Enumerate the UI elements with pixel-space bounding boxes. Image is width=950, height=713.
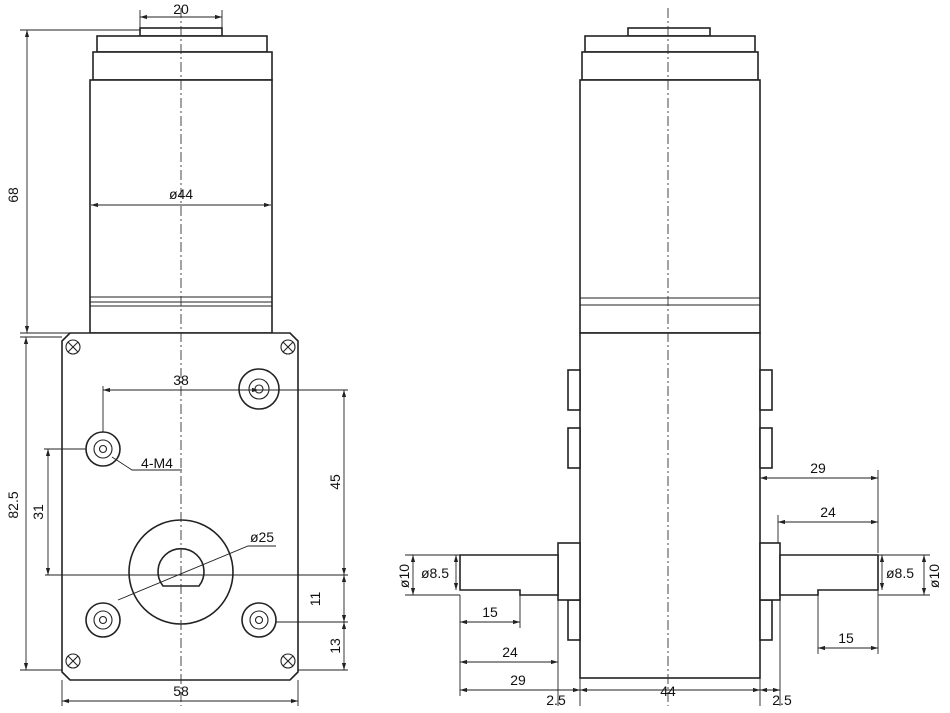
dim-label-left-shaft-diameter: ø10 [396, 564, 412, 588]
dim-label-left-flat-length: 15 [482, 604, 498, 620]
side-boss [567, 427, 581, 469]
motor-end-ring [581, 51, 759, 81]
motor-body [579, 79, 761, 334]
dim-label-shaft-boss-width: 20 [173, 1, 189, 17]
side-boss [759, 369, 773, 411]
motor-end-cap [96, 35, 268, 53]
dim-label-left-shaft-total: 29 [510, 672, 526, 688]
dim-label-right-shaft-diameter: ø10 [926, 564, 942, 588]
motor-end-cap [584, 35, 756, 53]
dim-label-right-shaft-length: 24 [820, 504, 836, 520]
right-output-boss [759, 542, 781, 601]
mounting-hole [85, 431, 121, 467]
side-view: 29 24 ø10 ø8.5 15 24 29 2.5 44 2.5 ø8.5 [396, 8, 942, 708]
dim-label-left-shaft-flat: ø8.5 [421, 565, 449, 581]
gearbox-side [579, 332, 761, 679]
dim-label-shaft-to-hole: 31 [30, 504, 46, 520]
left-output-boss [557, 542, 581, 601]
dim-label-gearbox-height: 82.5 [5, 491, 21, 518]
dim-label-right-shaft-flat: ø8.5 [886, 565, 914, 581]
right-output-shaft [779, 554, 879, 596]
corner-screw [65, 339, 81, 355]
front-view: 20 68 ø44 38 45 4-M4 82.5 31 ø25 [5, 1, 348, 706]
mounting-hole [85, 602, 121, 638]
dim-label-motor-height: 68 [5, 187, 21, 203]
side-boss [759, 599, 773, 641]
corner-screw [65, 653, 81, 669]
mounting-hole [241, 602, 277, 638]
dim-label-gearbox-side-width: 44 [660, 683, 676, 699]
side-boss [567, 369, 581, 411]
left-output-shaft [459, 554, 559, 596]
side-boss [567, 599, 581, 641]
callout-hole-thread: 4-M4 [141, 455, 173, 471]
motor-end-ring [92, 51, 273, 81]
dim-label-left-shaft-length: 24 [502, 644, 518, 660]
dim-label-right-shaft-total: 29 [810, 460, 826, 476]
side-boss [759, 427, 773, 469]
corner-screw [280, 339, 296, 355]
dim-label-hole-spacing-vertical: 45 [327, 474, 343, 490]
dim-label-lower-offset-1: 11 [307, 592, 323, 607]
motor-shaft-boss [627, 27, 711, 37]
gearbox-face [61, 332, 299, 681]
dim-label-right-boss-offset: 2.5 [772, 692, 792, 708]
dim-label-right-flat-length: 15 [838, 630, 854, 646]
dim-label-motor-diameter: ø44 [169, 186, 193, 202]
dim-label-hole-spacing-horizontal: 38 [173, 372, 189, 388]
dim-label-gearbox-width: 58 [173, 683, 189, 699]
leader-line [111, 456, 182, 471]
dim-label-left-boss-offset: 2.5 [546, 692, 566, 708]
dim-label-lower-offset-2: 13 [327, 638, 343, 654]
corner-screw [280, 653, 296, 669]
mounting-hole [238, 368, 280, 410]
leader-line [117, 545, 276, 601]
dim-label-output-diameter: ø25 [250, 529, 274, 545]
